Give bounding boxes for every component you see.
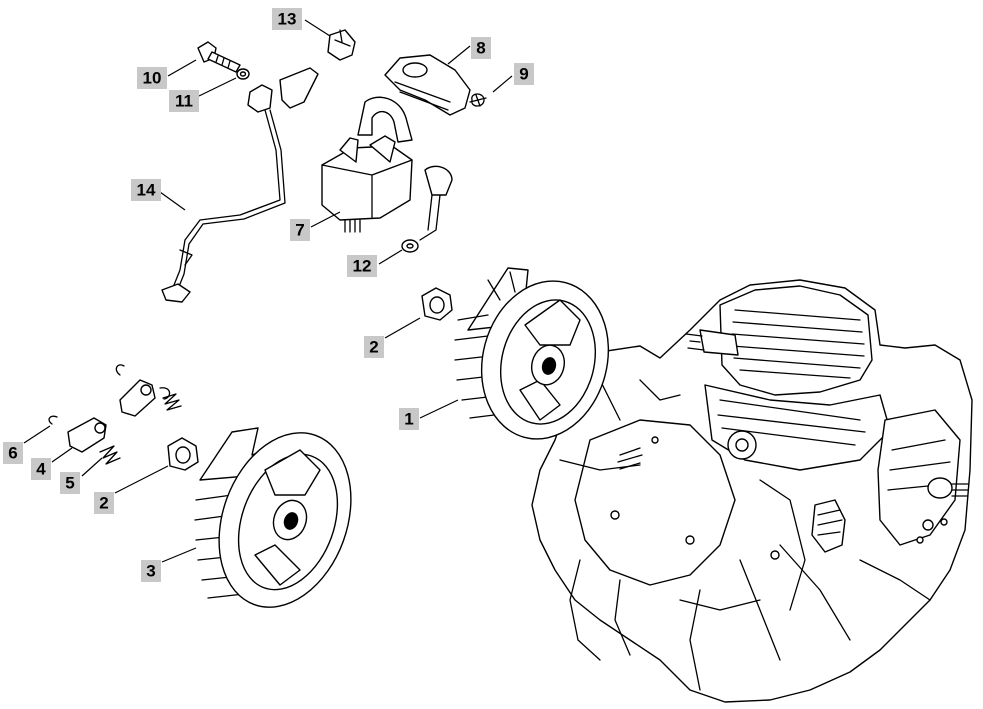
callout-10: 10 <box>137 67 167 89</box>
flywheel-nut-upper <box>421 287 453 321</box>
svg-text:12: 12 <box>353 257 372 276</box>
callout-9: 9 <box>514 63 534 85</box>
svg-text:4: 4 <box>36 460 46 479</box>
svg-text:3: 3 <box>146 562 155 581</box>
svg-text:5: 5 <box>65 474 74 493</box>
leader-lines <box>23 19 513 563</box>
callout-2-lower: 2 <box>94 492 114 514</box>
callout-3: 3 <box>141 560 161 582</box>
svg-text:9: 9 <box>519 65 528 84</box>
flywheel-1 <box>454 267 610 440</box>
callout-12: 12 <box>347 255 377 277</box>
svg-text:1: 1 <box>404 410 413 429</box>
svg-text:11: 11 <box>175 92 193 111</box>
callout-11: 11 <box>169 90 199 112</box>
cable-clip <box>327 29 356 61</box>
callout-1: 1 <box>399 408 419 430</box>
flywheel-3 <box>194 427 352 608</box>
pawl-assembly-lower <box>48 415 121 465</box>
callout-5: 5 <box>60 472 80 494</box>
callout-2-upper: 2 <box>364 336 384 358</box>
svg-text:10: 10 <box>143 69 162 88</box>
callout-4: 4 <box>31 458 51 480</box>
bolt <box>197 41 241 73</box>
callout-7: 7 <box>290 219 310 241</box>
svg-text:14: 14 <box>137 181 156 200</box>
callout-13: 13 <box>272 8 302 30</box>
shield-part <box>384 54 471 116</box>
callout-6: 6 <box>3 442 23 464</box>
contact-spring <box>401 165 453 253</box>
svg-text:7: 7 <box>295 221 304 240</box>
spring-part <box>469 93 487 107</box>
svg-text:8: 8 <box>476 39 485 58</box>
svg-text:2: 2 <box>99 494 108 513</box>
short-circuit-wire <box>161 67 319 303</box>
engine-housing <box>531 279 973 703</box>
pawl-assembly-upper <box>115 364 182 417</box>
ignition-module <box>321 96 413 233</box>
callout-8: 8 <box>471 37 491 59</box>
washer <box>236 68 250 80</box>
svg-text:2: 2 <box>369 338 378 357</box>
svg-text:13: 13 <box>278 10 297 29</box>
svg-text:6: 6 <box>8 444 17 463</box>
flywheel-nut-lower <box>167 437 199 471</box>
callout-14: 14 <box>131 179 161 201</box>
